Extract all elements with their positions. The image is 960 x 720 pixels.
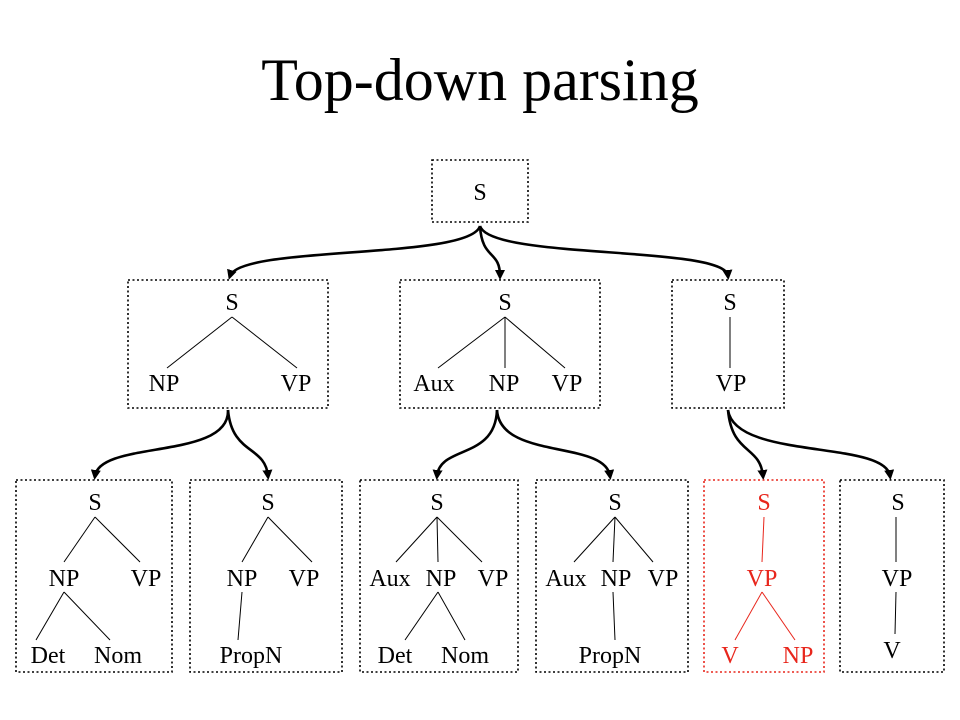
node-label: VP [747,566,778,592]
node-label: S [498,290,511,316]
edge [436,516,439,563]
tree-level2-a1: S NP VP Det Nom [15,479,173,673]
tree-level1-b: S Aux NP VP [399,279,601,409]
node-label: Nom [441,643,489,669]
tree-level2-b1: S Aux NP VP Det Nom [359,479,519,673]
edge [612,516,616,563]
edge [761,591,796,641]
node-label: Aux [545,566,586,592]
node-label: VP [648,566,679,592]
edge [94,516,141,563]
box-level2-a1 [15,479,173,673]
arrow-c-to-c2 [726,409,895,480]
node-label: PropN [579,643,642,669]
node-label: Nom [94,643,142,669]
node-label: NP [149,371,180,397]
edge [436,516,483,563]
edge [612,591,616,641]
box-level2-a2 [189,479,343,673]
box-root [431,159,529,223]
edge [267,516,313,563]
tree-level2-c2: S VP V [839,479,945,673]
box-level2-b2 [535,479,689,673]
tree-level2-c1-highlighted: S VP V NP [703,479,825,673]
box-level1-c [671,279,785,409]
node-label: NP [783,643,814,669]
node-label: Aux [369,566,410,592]
edge [504,316,566,369]
node-label: S [757,490,770,516]
tree-level2-a2: S NP VP PropN [189,479,343,673]
edge [63,516,96,563]
edge [734,591,763,641]
node-label: V [721,643,739,669]
node-label: S [608,490,621,516]
tree-root: S [431,159,529,223]
node-label: NP [227,566,258,592]
arrow-root-to-b [478,225,505,280]
node-label: S [430,490,443,516]
expansion-arrows [90,225,895,480]
edge [894,591,897,635]
node-label: VP [289,566,320,592]
node-label: Aux [413,371,454,397]
root-label-s: S [473,180,486,206]
node-label: S [891,490,904,516]
node-label: VP [882,566,913,592]
box-level2-c2 [839,479,945,673]
box-level2-c1 [703,479,825,673]
edge [35,591,65,641]
box-level1-b [399,279,601,409]
node-label: S [225,290,238,316]
tree-level1-c: S VP [671,279,785,409]
edge [166,316,233,369]
tree-level1-a: S NP VP [127,279,329,409]
arrow-root-to-c [478,225,733,280]
node-label: NP [49,566,80,592]
edge [231,316,298,369]
edge [437,591,466,641]
node-label: NP [489,371,520,397]
node-label: PropN [220,643,283,669]
node-label: S [261,490,274,516]
edge [395,516,438,563]
edge [404,591,439,641]
node-label: Det [31,643,66,669]
arrow-a-to-a1 [90,409,230,480]
edge [614,516,654,563]
arrow-c-to-c1 [726,409,768,480]
arrow-b-to-b2 [495,409,615,480]
node-label: S [723,290,736,316]
edge [573,516,616,563]
node-label: S [88,490,101,516]
node-label: VP [281,371,312,397]
box-level1-a [127,279,329,409]
edge [241,516,269,563]
node-label: VP [478,566,509,592]
edge [63,591,111,641]
arrow-a-to-a2 [226,409,273,480]
node-label: V [883,638,901,664]
node-label: Det [378,643,413,669]
edge [761,516,765,563]
node-label: NP [601,566,632,592]
node-label: VP [552,371,583,397]
edge [237,591,243,641]
node-label: NP [426,566,457,592]
tree-level2-b2: S Aux NP VP PropN [535,479,689,673]
arrow-root-to-a [227,225,482,280]
arrow-b-to-b1 [432,409,499,480]
edge [437,316,506,369]
node-label: VP [131,566,162,592]
slide-title: Top-down parsing [261,47,699,113]
box-level2-b1 [359,479,519,673]
node-label: VP [716,371,747,397]
